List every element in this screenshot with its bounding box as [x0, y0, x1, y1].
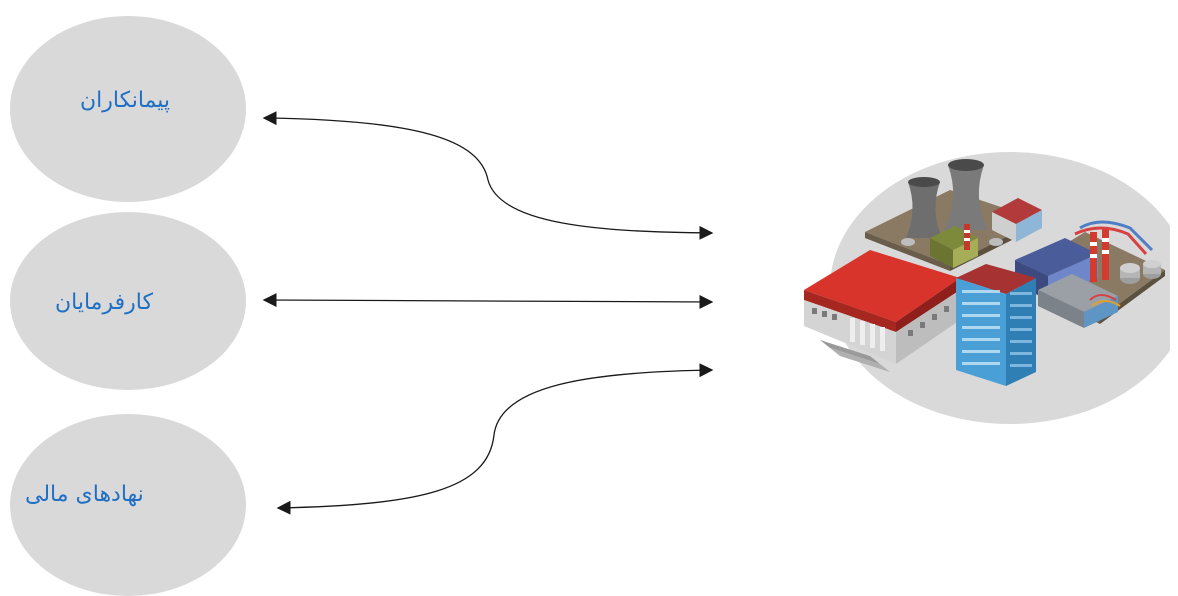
node-employers [10, 212, 246, 390]
edge-contractors [262, 111, 714, 240]
edge-employers [262, 293, 714, 309]
node-label-employers: کارفرمایان [55, 290, 153, 315]
edge-financial-institutions [276, 363, 714, 515]
node-label-financial-institutions: نهادهای مالی [25, 482, 144, 507]
industrial-complex-icon [804, 152, 1170, 424]
node-contractors [10, 16, 246, 202]
node-financial-institutions [10, 414, 246, 596]
node-label-contractors: پیمانکاران [80, 88, 171, 113]
